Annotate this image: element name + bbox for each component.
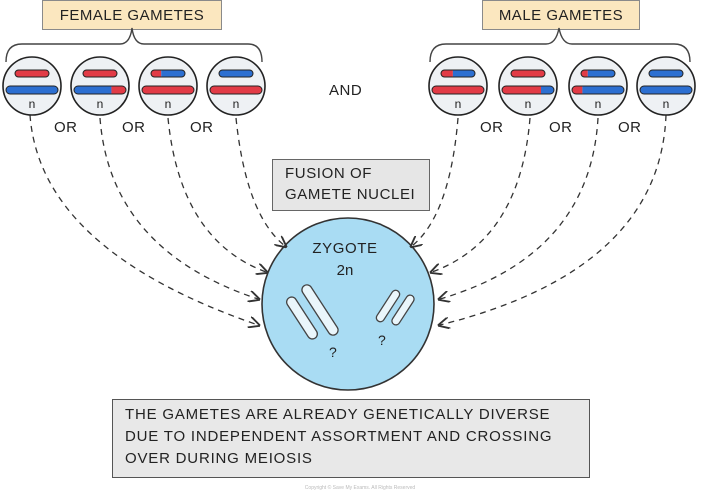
gamete-ploidy: n [525,97,532,111]
arrow-female-2 [99,117,258,299]
female-arrows [29,114,285,325]
note-line: OVER DURING MEIOSIS [125,450,313,467]
copyright-text: Copyright © Save My Exams. All Rights Re… [304,485,416,491]
or-text: OR [618,119,642,136]
gamete-cell: n [138,56,198,116]
gamete-ploidy: n [595,97,602,111]
gamete-cell: n [2,56,62,116]
fusion-line: FUSION OF [285,165,373,182]
arrow-male-1 [412,117,459,246]
arrow-female-3 [167,117,266,272]
male-gametes-label: MALE GAMETES [482,0,640,30]
female-brace [5,27,263,63]
gamete-cell: n [498,56,558,116]
and-text: AND [329,82,363,99]
gamete-ploidy: n [233,97,240,111]
male-brace [429,27,691,63]
arrow-male-3 [440,117,599,299]
arrow-male-2 [432,117,531,272]
note-line: DUE TO INDEPENDENT ASSORTMENT AND CROSSI… [125,428,553,445]
male-arrows [412,114,667,325]
fusion-label: FUSION OF GAMETE NUCLEI [272,159,430,211]
arrow-female-1 [29,114,258,325]
zygote-cell [261,217,435,391]
or-text: OR [190,119,214,136]
gamete-ploidy: n [663,97,670,111]
or-text: OR [54,119,78,136]
unknown-allele-mark: ? [378,332,386,348]
note-line: THE GAMETES ARE ALREADY GENETICALLY DIVE… [125,406,551,423]
or-text: OR [549,119,573,136]
arrow-male-4 [440,114,667,325]
zygote-chromosome-pair-right [375,289,415,326]
arrow-female-4 [235,117,285,246]
gamete-ploidy: n [455,97,462,111]
female-gametes-label: FEMALE GAMETES [42,0,222,30]
gamete-cell: n [206,56,266,116]
or-text: OR [480,119,504,136]
fusion-line: GAMETE NUCLEI [285,186,416,203]
zygote-chromosome-pair-left [286,284,339,340]
zygote-title: ZYGOTE [312,240,378,257]
gamete-ploidy: n [165,97,172,111]
unknown-allele-mark: ? [329,344,337,360]
gamete-cell: n [428,56,488,116]
zygote-ploidy: 2n [336,262,354,279]
or-text: OR [122,119,146,136]
gamete-ploidy: n [29,97,36,111]
gamete-cell: n [568,56,628,116]
gamete-cell: n [636,56,696,116]
gamete-ploidy: n [97,97,104,111]
explanation-note: THE GAMETES ARE ALREADY GENETICALLY DIVE… [112,399,590,478]
gamete-cell: n [70,56,130,116]
